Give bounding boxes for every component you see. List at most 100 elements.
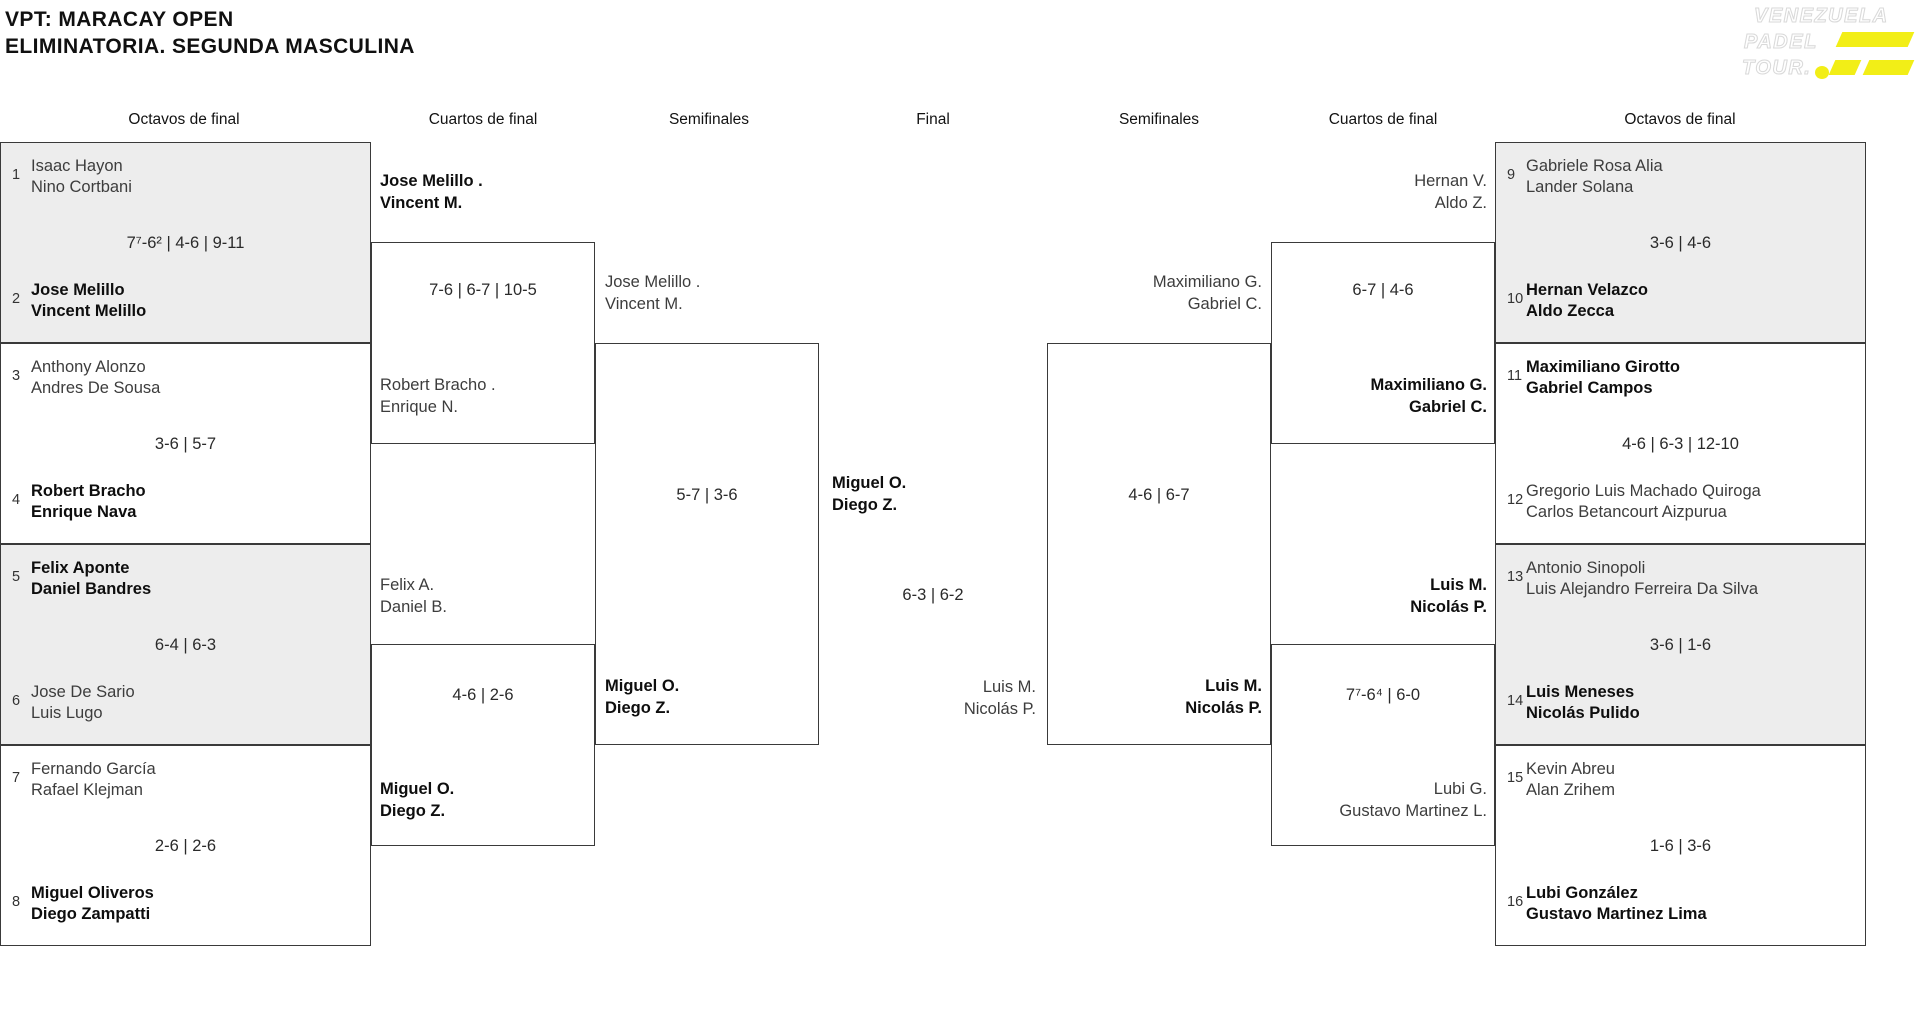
player-name: Miguel Oliveros [31, 884, 154, 902]
player-name: Miguel O. [380, 780, 455, 798]
team-pair: Fernando García Rafael Klejman [31, 759, 156, 801]
player-name: Alan Zrihem [1526, 781, 1615, 799]
player-name: Aldo Zecca [1526, 302, 1615, 320]
player-name: Lubi González [1526, 884, 1638, 902]
player-name: Gregorio Luis Machado Quiroga [1526, 482, 1761, 500]
sf-left-box [595, 343, 819, 745]
player-name: Maximiliano Girotto [1526, 358, 1681, 376]
player-name: Luis M. [1430, 576, 1487, 594]
seed-number: 6 [12, 693, 21, 709]
player-name: Diego Z. [380, 802, 446, 820]
match-box-5: 9 Gabriele Rosa Alia Lander Solana 3-6 |… [1495, 142, 1866, 343]
player-name: Luis Alejandro Ferreira Da Silva [1526, 580, 1759, 598]
team-pair: Gregorio Luis Machado Quiroga Carlos Bet… [1526, 481, 1761, 523]
player-name: Anthony Alonzo [31, 358, 146, 376]
seed-number: 8 [12, 894, 21, 910]
event-category: ELIMINATORIA. SEGUNDA MASCULINA [5, 35, 415, 58]
player-name: Luis M. [982, 678, 1036, 696]
player-name: Antonio Sinopoli [1526, 559, 1646, 577]
event-title: VPT: MARACAY OPEN [5, 8, 234, 31]
player-name: Enrique N. [380, 398, 458, 416]
seed-number: 3 [12, 368, 21, 384]
team-pair: Robert Bracho . Enrique N. [380, 374, 496, 418]
team-pair-winner: Robert Bracho Enrique Nava [31, 481, 146, 523]
round-header-sf-left: Semifinales [668, 111, 750, 128]
seed-number: 16 [1507, 894, 1524, 910]
team-pair-winner: Miguel O. Diego Z. [605, 675, 679, 719]
team-pair: Felix A. Daniel B. [380, 574, 447, 618]
team-pair-winner: Luis M. Nicolás P. [1271, 574, 1487, 618]
player-name: Hernan V. [1414, 172, 1487, 190]
seed-number: 13 [1507, 569, 1524, 585]
player-name: Vincent M. [380, 194, 463, 212]
team-pair: Jose Melillo . Vincent M. [605, 271, 700, 315]
match-box-7: 13 Antonio Sinopoli Luis Alejandro Ferre… [1495, 544, 1866, 745]
player-name: Andres De Sousa [31, 379, 161, 397]
player-name: Gustavo Martinez L. [1339, 802, 1487, 820]
match-score: 4-6 | 2-6 [452, 686, 514, 704]
player-name: Gabriel C. [1409, 398, 1487, 416]
match-score: 4-6 | 6-3 | 12-10 [1622, 435, 1739, 453]
seed-number: 12 [1507, 492, 1524, 508]
team-pair-winner: Maximiliano G. Gabriel C. [1271, 374, 1487, 418]
logo-word-padel: PADEL [1744, 31, 1818, 54]
round-header-r16-left: Octavos de final [128, 111, 240, 128]
player-name: Nicolás P. [1410, 598, 1487, 616]
venezuela-padel-tour-logo: VENEZUELA PADEL TOUR. [1741, 4, 1920, 88]
match-box-6: 11 Maximiliano Girotto Gabriel Campos 4-… [1495, 343, 1866, 544]
player-name: Carlos Betancourt Aizpurua [1526, 503, 1727, 521]
team-pair: Luis M. Nicolás P. [836, 676, 1036, 720]
seed-number: 10 [1507, 291, 1524, 307]
player-name: Enrique Nava [31, 503, 137, 521]
sf-right-box [1047, 343, 1271, 745]
player-name: Gustavo Martinez Lima [1526, 905, 1707, 923]
team-pair: Antonio Sinopoli Luis Alejandro Ferreira… [1526, 558, 1758, 600]
player-name: Aldo Z. [1434, 194, 1487, 212]
match-box-3: 5 Felix Aponte Daniel Bandres 6-4 | 6-3 … [0, 544, 371, 745]
match-box-2: 3 Anthony Alonzo Andres De Sousa 3-6 | 5… [0, 343, 371, 544]
logo-word-venezuela: VENEZUELA [1754, 5, 1889, 28]
seed-number: 11 [1507, 368, 1523, 384]
logo-word-tour: TOUR. [1741, 57, 1812, 80]
player-name: Isaac Hayon [31, 157, 123, 175]
match-box-1: 1 Isaac Hayon Nino Cortbani 7⁷-6² | 4-6 … [0, 142, 371, 343]
team-pair: Lubi G. Gustavo Martinez L. [1271, 778, 1487, 822]
player-name: Vincent Melillo [31, 302, 147, 320]
player-name: Daniel Bandres [31, 580, 152, 598]
player-name: Luis M. [1205, 677, 1262, 695]
match-score: 5-7 | 3-6 [676, 486, 738, 504]
team-pair: Maximiliano G. Gabriel C. [1047, 271, 1262, 315]
player-name: Nicolás P. [1185, 699, 1262, 717]
team-pair-winner: Miguel O. Diego Z. [832, 472, 906, 516]
match-box-8: 15 Kevin Abreu Alan Zrihem 1-6 | 3-6 16 … [1495, 745, 1866, 946]
player-name: Maximiliano G. [1370, 376, 1487, 394]
seed-number: 4 [12, 492, 21, 508]
round-header-sf-right: Semifinales [1118, 111, 1200, 128]
qf-left-2-box [371, 644, 595, 846]
match-score: 6-4 | 6-3 [154, 636, 217, 654]
player-name: Diego Z. [832, 496, 898, 514]
qf-left-1-box [371, 242, 595, 444]
team-pair-winner: Maximiliano Girotto Gabriel Campos [1526, 357, 1680, 399]
seed-number: 14 [1507, 693, 1524, 709]
player-name: Felix A. [380, 576, 435, 594]
player-name: Jose Melillo . [380, 172, 483, 190]
match-score: 7-6 | 6-7 | 10-5 [429, 281, 537, 299]
team-pair: Kevin Abreu Alan Zrihem [1526, 759, 1615, 801]
team-pair-winner: Lubi González Gustavo Martinez Lima [1526, 883, 1707, 925]
player-name: Gabriel C. [1187, 295, 1262, 313]
player-name: Diego Zampatti [31, 905, 151, 923]
team-pair-winner: Luis Meneses Nicolás Pulido [1526, 682, 1640, 724]
player-name: Hernan Velazco [1526, 281, 1648, 299]
seed-number: 2 [12, 291, 21, 307]
team-pair: Jose De Sario Luis Lugo [31, 682, 135, 724]
player-name: Miguel O. [605, 677, 680, 695]
player-name: Jose De Sario [31, 683, 135, 701]
player-name: Nicolás Pulido [1526, 704, 1640, 722]
player-name: Felix Aponte [31, 559, 130, 577]
player-name: Jose Melillo [31, 281, 125, 299]
team-pair-winner: Miguel Oliveros Diego Zampatti [31, 883, 154, 925]
team-pair-winner: Felix Aponte Daniel Bandres [31, 558, 151, 600]
seed-number: 7 [12, 770, 21, 786]
